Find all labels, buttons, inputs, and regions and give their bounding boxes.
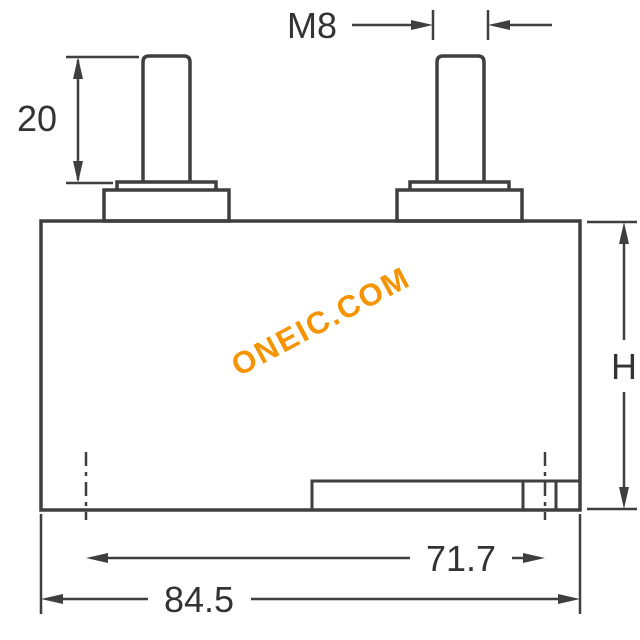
dim-thread-size: M8	[287, 5, 552, 46]
left-terminal	[102, 54, 231, 223]
dim-label-thread-size: M8	[287, 5, 337, 46]
dim-label-overall-width: 84.5	[164, 579, 234, 620]
dim-label-body-height: H	[611, 346, 637, 387]
watermark: ONEIC.COM	[225, 260, 415, 383]
arrowhead-right	[411, 20, 433, 30]
arrowhead-down	[619, 487, 629, 509]
dim-body-height: H	[587, 220, 637, 511]
arrowhead-left	[488, 20, 510, 30]
arrowhead-right	[523, 553, 545, 563]
arrowhead-left	[41, 594, 63, 604]
dim-terminal-spacing: 71.7	[86, 538, 545, 579]
right-terminal-base	[395, 188, 524, 223]
arrowhead-down	[73, 161, 83, 183]
arrowhead-up	[619, 222, 629, 244]
right-terminal	[395, 54, 524, 223]
arrowhead-right	[558, 594, 580, 604]
left-terminal-base	[102, 188, 231, 223]
arrowhead-up	[73, 57, 83, 79]
component-body	[39, 219, 582, 512]
left-terminal-stud	[141, 54, 192, 185]
step-edge-line	[310, 479, 580, 510]
dim-overall-width: 84.5	[39, 514, 582, 620]
dim-label-stud-height: 20	[17, 98, 57, 139]
dim-stud-height: 20	[17, 55, 139, 185]
bottom-step-detail	[310, 479, 580, 510]
arrowhead-left	[86, 553, 108, 563]
dim-label-terminal-spacing: 71.7	[426, 538, 496, 579]
right-terminal-stud	[435, 54, 486, 185]
